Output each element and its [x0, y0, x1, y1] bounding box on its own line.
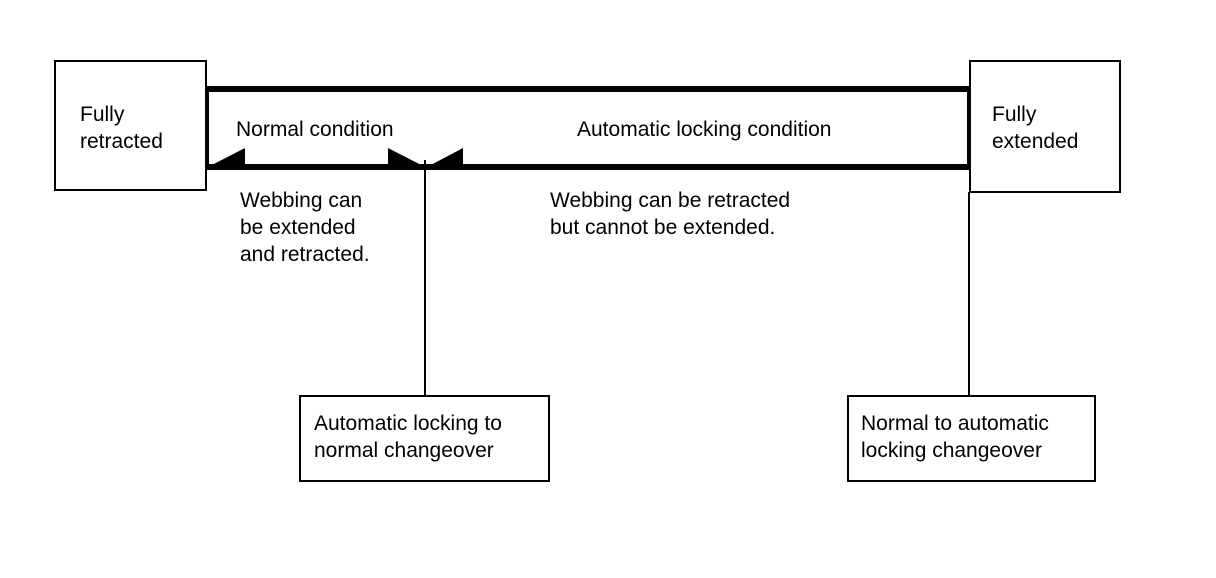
normal-right-arrowhead [388, 148, 425, 167]
fully-retracted-box [54, 60, 207, 191]
auto-lock-arrowhead [427, 148, 463, 167]
normal-to-auto-changeover-box [847, 395, 1096, 482]
fully-retracted-label: Fully retracted [80, 103, 163, 153]
auto-to-normal-changeover-label: Automatic locking to normal changeover [314, 412, 502, 462]
automatic-locking-condition-label: Automatic locking condition [577, 118, 832, 141]
normal-left-arrowhead [208, 148, 245, 167]
fully-extended-label: Fully extended [992, 103, 1079, 153]
fully-extended-box [969, 60, 1121, 193]
auto-to-normal-changeover-box [299, 395, 550, 482]
normal-description: Webbing can be extended and retracted. [240, 189, 370, 266]
normal-condition-label: Normal condition [236, 118, 394, 141]
normal-to-auto-changeover-label: Normal to automatic locking changeover [861, 412, 1049, 462]
automatic-locking-description: Webbing can be retracted but cannot be e… [550, 189, 791, 239]
